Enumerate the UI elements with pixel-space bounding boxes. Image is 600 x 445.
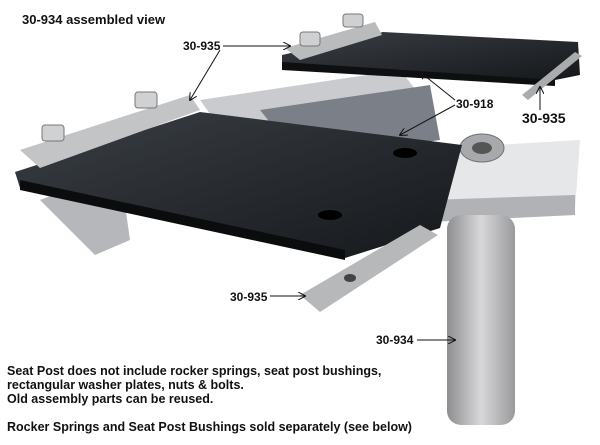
callout-washer-lower: 30-935 <box>230 290 268 304</box>
upper-rocker-plate <box>282 13 582 100</box>
callout-rocker-upper-left: 30-935 <box>183 39 221 53</box>
callout-seat-post: 30-934 <box>376 333 414 347</box>
notes: Seat Post does not include rocker spring… <box>7 364 412 434</box>
diagram-title: 30-934 assembled view <box>22 12 166 27</box>
note-line: rectangular washer plates, nuts & bolts. <box>7 378 244 392</box>
callout-washer-right: 30-935 <box>522 110 566 126</box>
callout-arrows <box>190 46 540 340</box>
lower-rocker-plate <box>15 91 462 312</box>
callout-spring-plates: 30-918 <box>456 97 494 111</box>
note-line: Rocker Springs and Seat Post Bushings so… <box>7 420 412 434</box>
note-line: Seat Post does not include rocker spring… <box>7 364 382 378</box>
note-line: Old assembly parts can be reused. <box>7 392 214 406</box>
